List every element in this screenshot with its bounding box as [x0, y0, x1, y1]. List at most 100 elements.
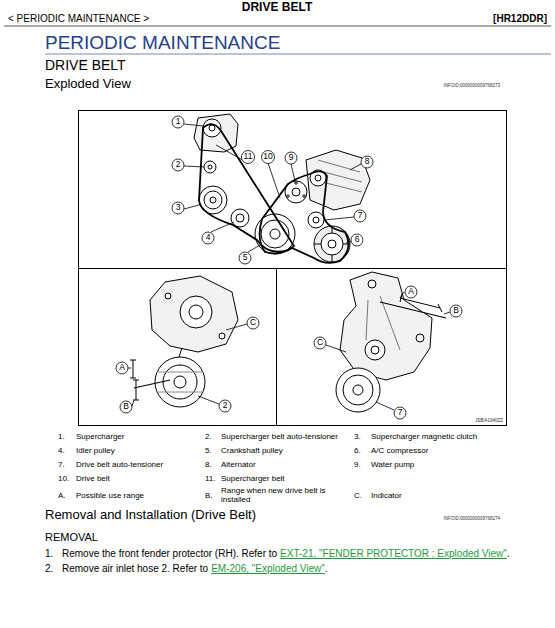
callout-number: C [250, 318, 256, 328]
sub-heading: Exploded View [45, 77, 131, 92]
legend-item: Range when new drive belt is installed [221, 486, 343, 504]
drawing-stroke [353, 385, 363, 395]
figure-frame [78, 111, 507, 426]
legend-item: Alternator [221, 460, 256, 469]
drawing-stroke [209, 125, 215, 131]
drawing-stroke [45, 54, 551, 55]
legend-item: 5. [205, 446, 212, 455]
legend-item: A. [58, 491, 66, 500]
callout-circles [116, 116, 462, 419]
drawing-stroke [208, 165, 212, 169]
callout-number: 7 [358, 211, 363, 221]
drawing-stroke [343, 375, 373, 405]
drawing-stroke [239, 252, 251, 264]
callout-number: B [453, 306, 459, 316]
info-id: JSBIA1940ZZ [475, 418, 503, 423]
callout-number: 8 [365, 157, 370, 167]
drawing-stroke [210, 197, 216, 203]
drawing-stroke [78, 268, 506, 269]
page-header: < PERIODIC MAINTENANCE > [8, 13, 149, 25]
legend-item: Possible use range [76, 491, 144, 500]
drawing-stroke [270, 229, 280, 239]
page-title: DRIVE BELT [242, 1, 312, 15]
tensioner-drawing-left [128, 276, 247, 407]
drawing-stroke [314, 337, 326, 349]
drawing-stroke [405, 286, 417, 298]
drive-belt [260, 171, 349, 262]
callout-number: B [123, 402, 129, 412]
callout-number: C [317, 338, 323, 348]
callout-number: 1 [176, 117, 181, 127]
drawing-stroke [4, 26, 551, 27]
legend-item: 4. [58, 446, 65, 455]
sub-heading: Removal and Installation (Drive Belt) [45, 508, 256, 523]
callout-number: 9 [289, 153, 294, 163]
legend-item: A/C compressor [371, 446, 428, 455]
drawing-stroke [324, 217, 354, 220]
drawing-stroke [340, 272, 432, 380]
sub-heading: DRIVE BELT [45, 57, 126, 73]
callout-number: A [408, 287, 414, 297]
callout-number: 2 [176, 160, 181, 170]
drawing-stroke [242, 151, 255, 164]
drawing-stroke [172, 202, 184, 214]
drawing-stroke [202, 232, 214, 244]
drawing-stroke [262, 151, 275, 164]
legend-item: Drive belt [76, 474, 110, 483]
page-rules [4, 26, 551, 54]
legend-item: Idler pulley [76, 446, 115, 455]
legend-item: 6. [354, 446, 361, 455]
info-id: INFOID:0000000009768273 [443, 83, 500, 88]
legend-item: Drive belt auto-tensioner [76, 460, 163, 469]
drawing-stroke [189, 305, 203, 319]
drawing-stroke [79, 111, 507, 426]
drawing-stroke [303, 195, 305, 197]
drawing-stroke [219, 400, 231, 412]
indicator-line [380, 302, 446, 318]
legend-item: Supercharger [76, 432, 124, 441]
step-line: 2.Remove air inlet hose 2. Refer toEM-20… [45, 563, 328, 575]
drawing-stroke [204, 161, 216, 173]
belt-layout-drawing [184, 114, 370, 263]
callout-number: A [119, 363, 125, 373]
legend-item: C. [354, 491, 362, 500]
step-number: 1. [45, 548, 62, 560]
legend-item: Crankshaft pulley [221, 446, 283, 455]
drawing-stroke [328, 240, 336, 248]
page-header: [HR12DDR] [493, 13, 547, 25]
legend-item: 3. [354, 432, 361, 441]
drawing-stroke [261, 220, 289, 248]
drawing-stroke [365, 340, 385, 360]
legend-item: Supercharger belt auto-tensioner [221, 432, 338, 441]
supercharger-belt [199, 124, 294, 251]
drawing-stroke [400, 294, 442, 312]
callout-number: 11 [244, 152, 253, 162]
drawing-stroke [116, 362, 128, 374]
drawing-stroke [268, 163, 280, 198]
step-heading: REMOVAL [45, 531, 98, 544]
step-text: . [325, 563, 328, 574]
info-id: INFOID:0000000009768274 [443, 516, 500, 521]
legend-item: 2. [205, 432, 212, 441]
drawing-stroke [184, 205, 199, 209]
step-text: Remove the front fender protector (RH). … [62, 548, 277, 559]
drawing-stroke [165, 293, 171, 299]
drawing-stroke [120, 401, 132, 413]
drawing-stroke [184, 166, 204, 167]
drawing-stroke [231, 209, 249, 227]
leader-lines [184, 124, 361, 252]
callout-number: 7 [398, 408, 403, 418]
drawing-stroke [219, 333, 225, 339]
drawing-stroke [351, 234, 363, 246]
alternator-body [306, 150, 370, 210]
drawing-stroke [248, 244, 262, 252]
legend-item: 9. [354, 460, 361, 469]
drawing-stroke [180, 296, 212, 328]
legend-item: 11. [205, 474, 216, 483]
drawing-stroke [287, 195, 289, 197]
legend-item: B. [205, 491, 213, 500]
reference-link: EM-206, "Exploded View" [211, 563, 325, 574]
drawing-stroke [204, 191, 222, 209]
drawing-stroke [315, 175, 321, 181]
drawing-stroke [285, 152, 297, 164]
